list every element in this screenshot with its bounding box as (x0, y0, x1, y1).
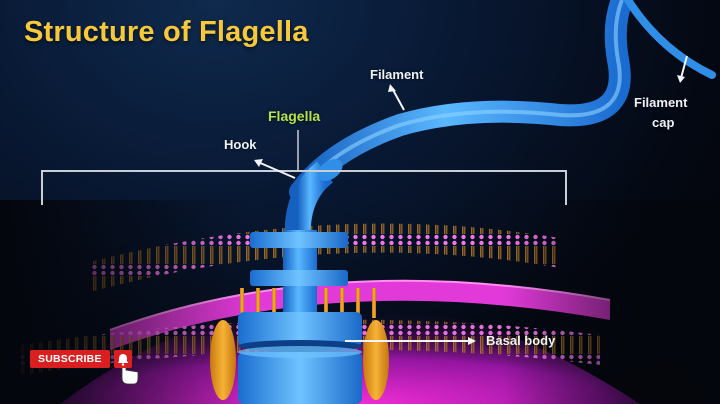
page-title: Structure of Flagella (24, 16, 309, 48)
flagella-label: Flagella (268, 108, 321, 124)
filament-cap-label-line2: cap (652, 115, 675, 130)
filament-label: Filament (370, 67, 424, 82)
bell-icon[interactable] (114, 350, 132, 368)
hand-pointer-icon (121, 365, 139, 385)
basal-body-label: Basal body (486, 333, 556, 348)
subscribe-button[interactable]: SUBSCRIBE (30, 350, 110, 368)
filament-cap-label-line1: Filament (634, 95, 688, 110)
hook-label: Hook (224, 137, 257, 152)
